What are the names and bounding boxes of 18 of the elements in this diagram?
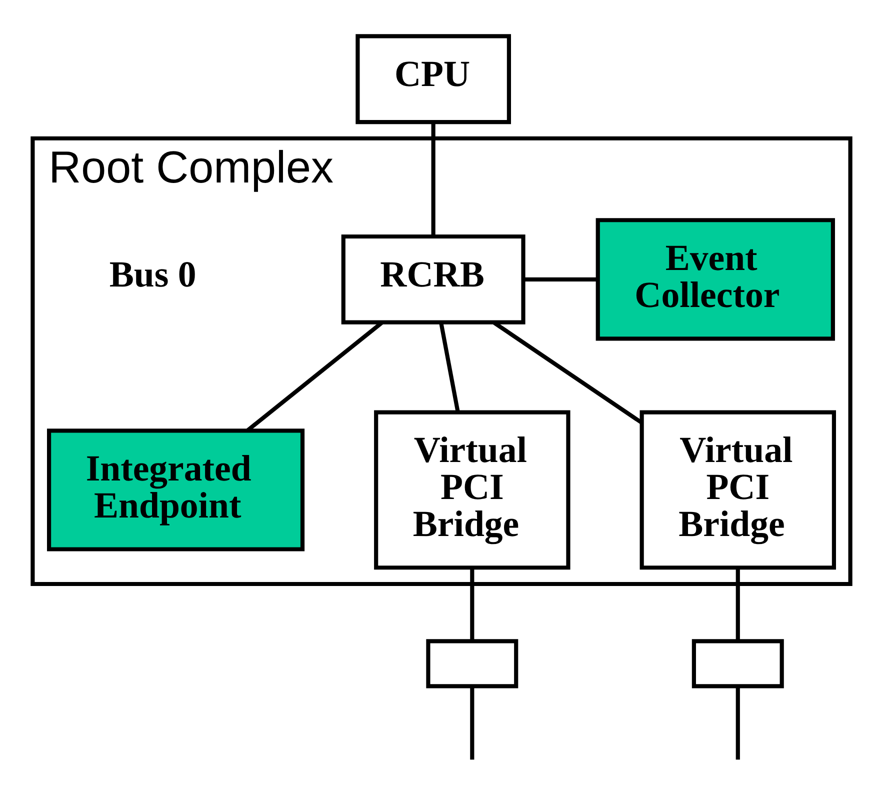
- node-box: Integrated Endpoint: [46, 428, 305, 552]
- connector: [439, 322, 460, 412]
- connector: [493, 321, 643, 424]
- node-box: Virtual PCI Bridge: [640, 410, 836, 570]
- node-box: CPU: [356, 34, 511, 124]
- node-box: [692, 639, 784, 688]
- connector: [524, 277, 598, 282]
- connector: [431, 122, 436, 236]
- connector: [246, 321, 384, 432]
- label: Bus 0: [109, 253, 196, 294]
- node-box: Virtual PCI Bridge: [374, 410, 570, 570]
- connector: [470, 686, 474, 760]
- node-box: RCRB: [341, 234, 526, 324]
- node-box: Event Collector: [596, 218, 835, 341]
- connector: [470, 568, 474, 642]
- node-box: [426, 639, 518, 688]
- connector: [736, 568, 740, 642]
- connector: [736, 686, 740, 760]
